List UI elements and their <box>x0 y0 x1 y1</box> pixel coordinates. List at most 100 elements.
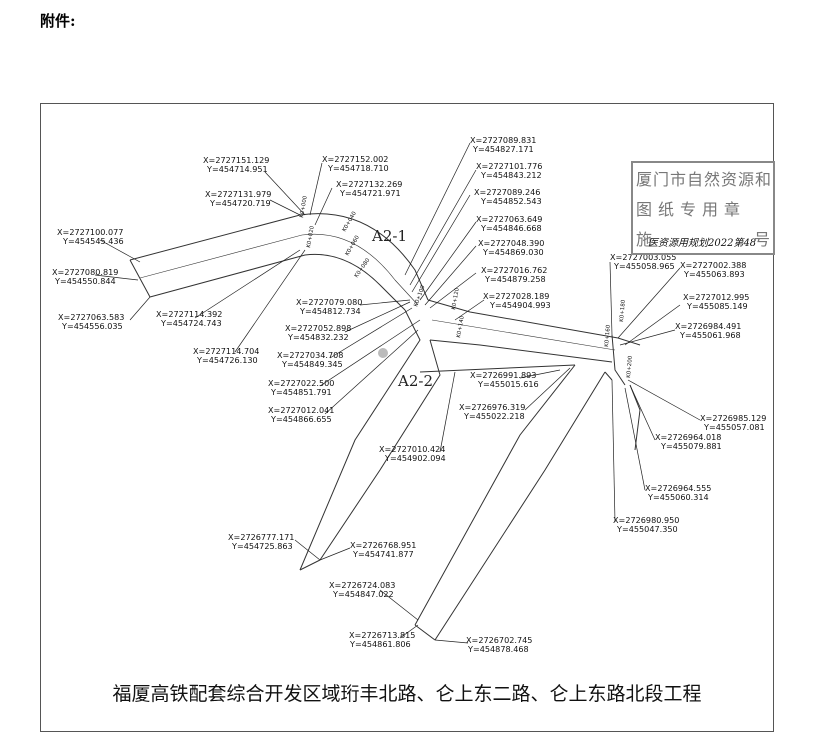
coord-x: X=2726777.171 <box>228 532 294 542</box>
station-marks: K0+000 K0+020 K0+040 K0+060 K0+080 K0+10… <box>299 195 634 378</box>
stamp-line-3-left: 施 <box>636 230 654 249</box>
coord-y: Y=454812.734 <box>299 306 361 316</box>
road-edge <box>149 253 406 311</box>
handwritten-signature: 医资源用规划2022第48 <box>648 238 757 249</box>
coord-x: X=2727063.649 <box>476 214 542 224</box>
coord-x: X=2727052.898 <box>285 323 351 333</box>
coord-y: Y=454720.719 <box>209 198 271 208</box>
coord-y: Y=454726.130 <box>196 355 258 365</box>
coord-x: X=2727048.390 <box>478 238 544 248</box>
coord-y: Y=454904.993 <box>489 300 551 310</box>
coord-x: X=2726964.018 <box>655 432 721 442</box>
coord-y: Y=454847.022 <box>332 589 394 599</box>
coord-x: X=2727010.424 <box>379 444 445 454</box>
coord-y: Y=455079.881 <box>660 441 722 451</box>
coord-x: X=2726985.129 <box>700 413 766 423</box>
coord-x: X=2726713.815 <box>349 630 415 640</box>
stamp-line-1: 厦门市自然资源和 <box>636 170 773 189</box>
coord-y: Y=454721.971 <box>339 188 401 198</box>
station-mark: K0+200 <box>626 355 634 378</box>
coord-x: X=2727034.708 <box>277 350 343 360</box>
road-label-a2-2: A2-2 <box>397 372 433 390</box>
road-edge <box>414 364 576 626</box>
road-edge <box>604 371 613 381</box>
coord-y: Y=454902.094 <box>384 453 446 463</box>
coord-y: Y=454725.863 <box>231 541 293 551</box>
attachment-heading: 附件: <box>40 12 76 30</box>
coord-y: Y=454869.030 <box>482 247 544 257</box>
coord-y: Y=454545.436 <box>62 236 124 246</box>
road-label-a2-1: A2-1 <box>371 227 407 245</box>
coord-x: X=2727080.819 <box>52 267 118 277</box>
station-mark: K0+100 <box>413 284 426 307</box>
coord-y: Y=454718.710 <box>327 163 389 173</box>
stamp-line-3-right: 号 <box>754 230 772 249</box>
coord-x: X=2726724.083 <box>329 580 395 590</box>
coord-x: X=2726991.893 <box>470 370 536 380</box>
road-edge <box>419 364 576 373</box>
coord-y: Y=455022.218 <box>463 411 525 421</box>
coord-y: Y=454724.743 <box>160 318 222 328</box>
coord-y: Y=455058.965 <box>613 261 675 271</box>
road-edge <box>629 384 641 451</box>
coord-x: X=2727002.388 <box>680 260 746 270</box>
coord-x: X=2727114.704 <box>193 346 259 356</box>
station-mark: K0+060 <box>345 234 362 257</box>
coord-y: Y=455061.968 <box>679 330 741 340</box>
coord-y: Y=454866.655 <box>270 414 332 424</box>
coord-y: Y=454843.212 <box>480 170 542 180</box>
coord-y: Y=455015.616 <box>477 379 539 389</box>
station-mark: K0+120 <box>451 287 461 310</box>
coord-x: X=2727012.995 <box>683 292 749 302</box>
drawing-caption: 福厦高铁配套综合开发区域珩丰北路、仑上东二路、仑上东路北段工程 <box>112 683 702 705</box>
scan-mark <box>378 348 388 358</box>
coord-y: Y=455047.350 <box>616 524 678 534</box>
coord-x: X=2727003.055 <box>610 252 676 262</box>
coord-x: X=2726976.319 <box>459 402 525 412</box>
coord-x: X=2726702.745 <box>466 635 532 645</box>
coord-y: Y=454714.951 <box>206 164 268 174</box>
coord-x: X=2727022.500 <box>268 378 334 388</box>
coord-x: X=2727063.583 <box>58 312 124 322</box>
coord-x: X=2727079.080 <box>296 297 362 307</box>
road-edge <box>319 339 441 561</box>
coord-x: X=2727012.041 <box>268 405 334 415</box>
coord-x: X=2727016.762 <box>481 265 547 275</box>
coord-x: X=2726964.555 <box>645 483 711 493</box>
road-edge <box>429 339 613 363</box>
coord-y: Y=454741.877 <box>352 549 414 559</box>
coord-y: Y=454852.543 <box>480 196 542 206</box>
coord-x: X=2727131.979 <box>205 189 271 199</box>
drawing-frame <box>40 103 774 732</box>
coord-y: Y=454827.171 <box>472 144 534 154</box>
road-edge <box>434 371 606 641</box>
road-end <box>129 259 151 298</box>
station-mark: K0+140 <box>456 315 466 338</box>
coord-x: X=2726984.491 <box>675 321 741 331</box>
road-end <box>299 559 321 571</box>
coord-x: X=2727101.776 <box>476 161 542 171</box>
leader-lines <box>94 142 701 644</box>
road-centerline <box>139 233 419 306</box>
station-mark: K0+020 <box>306 225 316 248</box>
road-centerline <box>431 319 616 351</box>
coord-y: Y=454846.668 <box>480 223 542 233</box>
road-edge <box>617 337 641 346</box>
road-edge <box>299 309 421 571</box>
coord-y: Y=455063.893 <box>683 269 745 279</box>
coord-x: X=2727151.129 <box>203 155 269 165</box>
station-mark: K0+040 <box>342 210 359 233</box>
station-mark: K0+000 <box>299 195 309 218</box>
coord-x: X=2727114.392 <box>156 309 222 319</box>
stamp-border <box>631 161 775 255</box>
road-edge <box>129 213 429 301</box>
coord-x: X=2727089.246 <box>474 187 540 197</box>
coord-y: Y=454849.345 <box>281 359 343 369</box>
coord-x: X=2727028.189 <box>483 291 549 301</box>
stamp-line-2: 图纸专用章 <box>636 200 747 219</box>
coord-y: Y=454832.232 <box>287 332 349 342</box>
road-edge <box>427 299 619 339</box>
coord-x: X=2727132.269 <box>336 179 402 189</box>
